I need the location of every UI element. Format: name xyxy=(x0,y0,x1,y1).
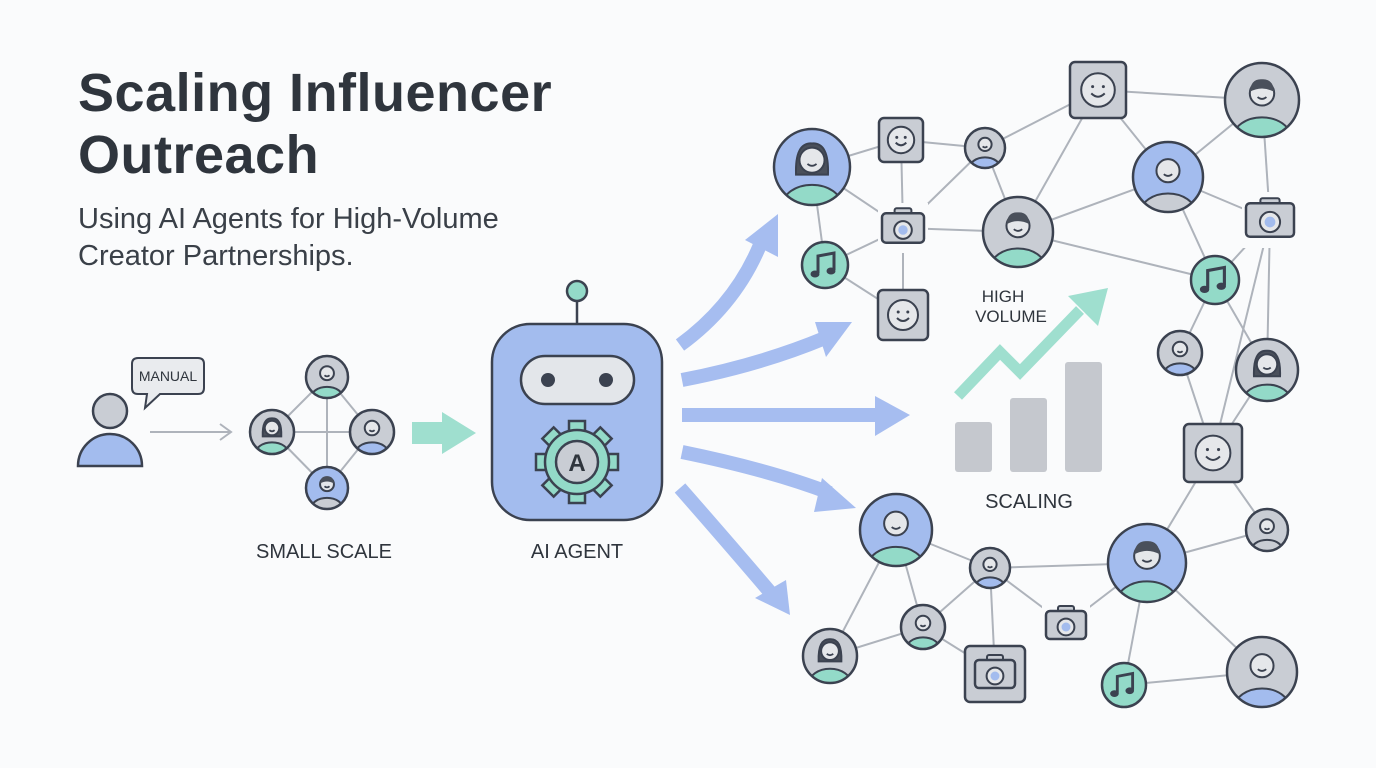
creator-avatar xyxy=(1223,61,1301,139)
small-scale-network xyxy=(248,354,396,511)
arrowhead-5 xyxy=(755,580,790,615)
teal-arrow-icon xyxy=(412,412,476,454)
ai-agent-label: AI AGENT xyxy=(531,541,623,563)
music-note-icon xyxy=(800,240,850,290)
camera-icon xyxy=(1242,192,1298,248)
creator-network xyxy=(772,60,1301,709)
manual-label: MANUAL xyxy=(139,368,198,384)
arrowhead-3 xyxy=(875,396,910,436)
arrow-1 xyxy=(675,242,767,351)
arrow-4 xyxy=(680,445,833,500)
page-subtitle: Using AI Agents for High-Volume Creator … xyxy=(78,201,499,275)
small-creator-avatar xyxy=(348,408,396,456)
creator-profile-card xyxy=(1182,422,1244,484)
creator-avatar xyxy=(968,546,1012,590)
scaling-bar-chart-icon xyxy=(955,362,1102,472)
small-creator-avatar xyxy=(248,408,296,456)
page-title: Scaling Influencer Outreach xyxy=(78,63,553,185)
small-scale-label: SMALL SCALE xyxy=(256,541,392,563)
arrowhead-1 xyxy=(745,214,778,257)
arrowhead-2 xyxy=(815,322,852,357)
creator-profile-card xyxy=(1068,60,1128,120)
robot-badge-letter: A xyxy=(568,450,585,477)
camera-icon xyxy=(1042,601,1090,649)
creator-avatar xyxy=(899,603,947,651)
growth-arrow-icon xyxy=(954,288,1108,400)
creator-avatar xyxy=(981,195,1055,269)
creator-avatar xyxy=(963,126,1007,170)
manual-person-icon xyxy=(76,392,144,468)
camera-icon xyxy=(878,203,928,253)
creator-avatar xyxy=(1131,140,1205,214)
creator-avatar xyxy=(772,127,852,207)
creator-avatar xyxy=(801,627,859,685)
scaling-label: SCALING xyxy=(985,491,1073,513)
arrow-2 xyxy=(680,331,828,387)
creator-profile-card xyxy=(877,116,925,164)
subtitle-line-1: Using AI Agents for High-Volume xyxy=(78,203,499,235)
small-creator-avatar xyxy=(304,354,350,400)
high-label: HIGH xyxy=(982,287,1025,306)
camera-icon xyxy=(963,644,1027,704)
creator-profile-card xyxy=(876,288,930,342)
agent-output-arrows xyxy=(674,242,878,597)
arrowhead-4 xyxy=(814,478,856,512)
creator-avatar xyxy=(1225,635,1299,709)
music-note-icon xyxy=(1100,661,1148,709)
creator-avatar xyxy=(858,492,934,568)
network-edge xyxy=(1212,219,1271,454)
arrow-5 xyxy=(674,483,776,597)
volume-label: VOLUME xyxy=(975,307,1047,326)
thin-arrow-icon xyxy=(150,423,233,441)
creator-avatar xyxy=(1234,337,1300,403)
subtitle-line-2: Creator Partnerships. xyxy=(78,240,354,272)
small-creator-avatar xyxy=(304,465,350,511)
creator-avatar xyxy=(1156,329,1204,377)
ai-agent-robot-icon: A xyxy=(490,279,664,522)
creator-avatar xyxy=(1244,507,1290,553)
manual-speech-bubble: MANUAL xyxy=(131,357,205,411)
music-note-icon xyxy=(1189,254,1241,306)
creator-avatar xyxy=(1106,522,1188,604)
